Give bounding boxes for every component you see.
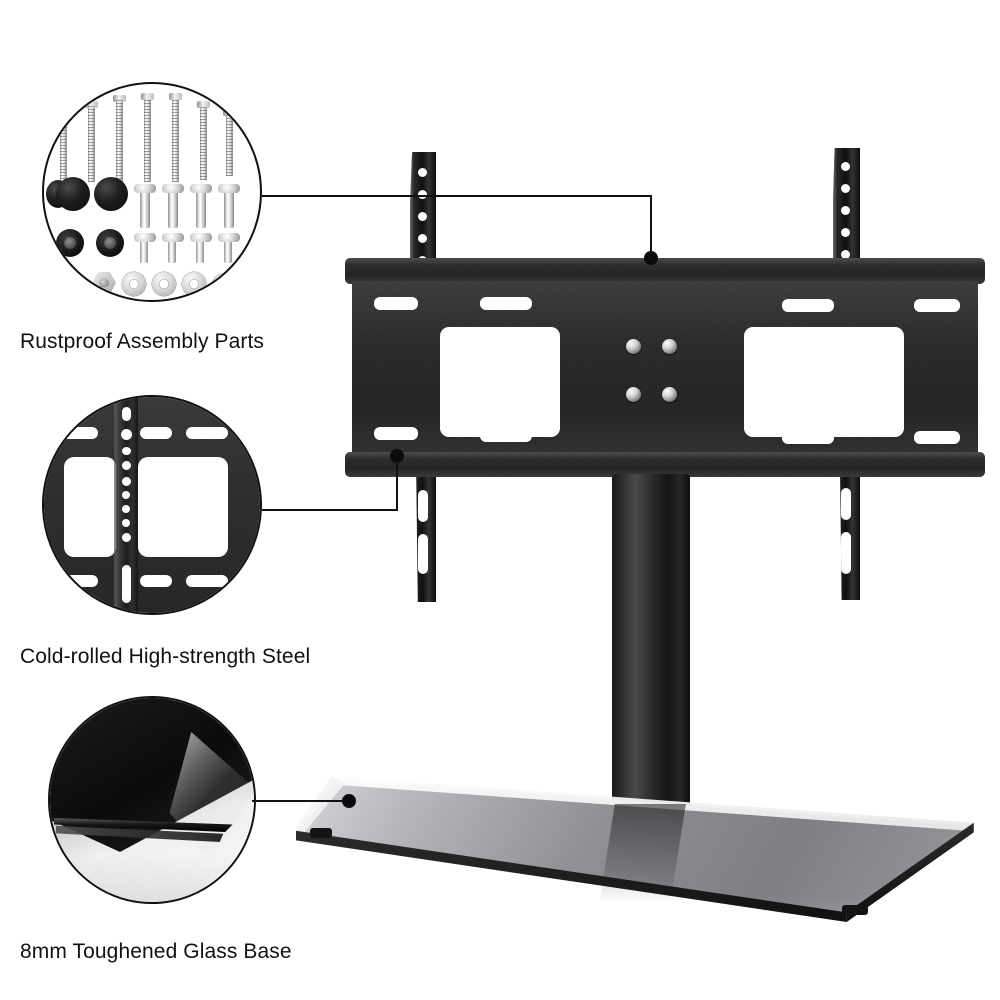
leader-dot-steel-rail — [390, 449, 404, 463]
flat-washer — [122, 272, 146, 296]
rubber-ring — [56, 229, 84, 257]
spacer-disc — [56, 177, 90, 211]
top-mount-bar — [345, 258, 985, 284]
support-pole — [612, 474, 690, 834]
flat-washer — [182, 272, 206, 296]
leader-dot-glass-base — [342, 794, 356, 808]
flat-washer — [212, 274, 234, 296]
vesa-screw-top-right — [662, 339, 677, 354]
vesa-screw-bottom-right — [662, 387, 677, 402]
glass-base-foot-right — [842, 905, 868, 915]
plate-cutout-left — [440, 327, 560, 437]
callout-label-assembly-parts: Rustproof Assembly Parts — [20, 330, 264, 353]
glass-base-foot-left — [310, 828, 332, 838]
callout-label-steel-rail: Cold-rolled High-strength Steel — [20, 645, 311, 668]
plate-cutout-right — [744, 327, 904, 437]
callout-circle-glass-base — [48, 696, 256, 904]
leader-line-steel-rail — [262, 509, 398, 511]
bottom-mount-bar — [345, 452, 985, 477]
hex-nut — [92, 272, 116, 294]
vesa-screw-top-left — [626, 339, 641, 354]
leader-line-glass-base — [252, 800, 348, 802]
vesa-screw-bottom-left — [626, 387, 641, 402]
bracket-plate — [352, 281, 978, 456]
callout-circle-steel-rail — [42, 395, 262, 615]
leader-line-assembly-parts — [262, 195, 652, 197]
flat-washer — [152, 272, 176, 296]
rubber-ring — [96, 229, 124, 257]
spacer-disc — [94, 177, 128, 211]
callout-label-glass-base: 8mm Toughened Glass Base — [20, 940, 292, 963]
steel-rail-strip — [116, 397, 138, 613]
leader-dot-assembly-parts — [644, 251, 658, 265]
leader-line-steel-rail-rise — [396, 456, 398, 510]
leader-line-assembly-parts-drop — [650, 195, 652, 257]
callout-circle-assembly-parts — [42, 82, 262, 302]
glass-base — [296, 762, 1000, 922]
